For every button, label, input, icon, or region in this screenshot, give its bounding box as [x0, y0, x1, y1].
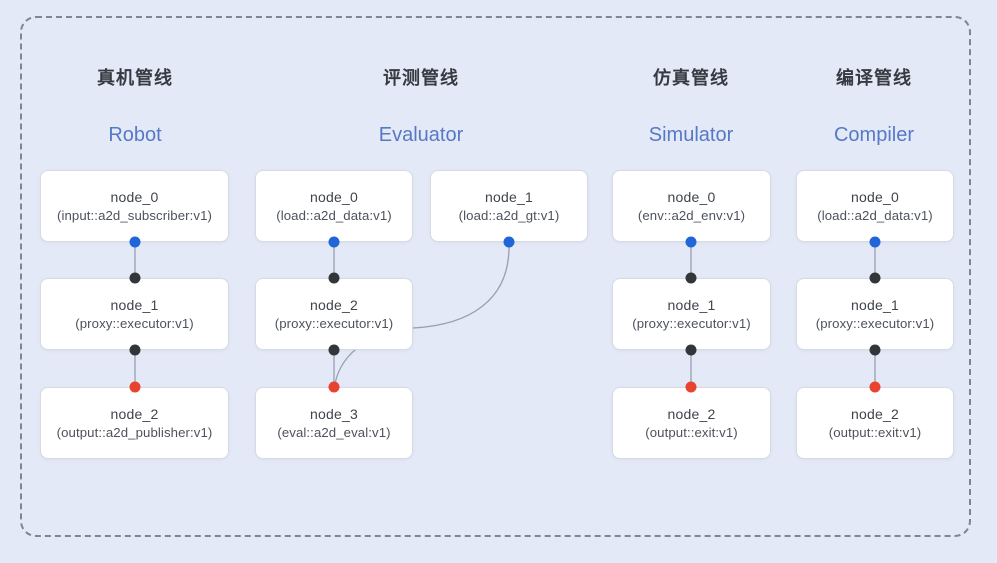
node-type: (output::exit:v1): [828, 425, 922, 440]
port-dot: [685, 272, 697, 284]
node-type: (proxy::executor:v1): [632, 316, 751, 331]
node-type: (load::a2d_data:v1): [817, 208, 933, 223]
port-dot: [328, 344, 340, 356]
node-type: (load::a2d_gt:v1): [458, 208, 560, 223]
port-dot: [129, 344, 141, 356]
node-type: (eval::a2d_eval:v1): [277, 425, 391, 440]
node-box: node_1 (proxy::executor:v1): [796, 278, 954, 350]
node-box: node_1 (proxy::executor:v1): [612, 278, 771, 350]
node-box: node_1 (proxy::executor:v1): [40, 278, 229, 350]
edge-curve: [334, 246, 510, 385]
pipeline-title-zh: 编译管线: [836, 68, 912, 88]
node-type: (input::a2d_subscriber:v1): [56, 208, 213, 223]
node-name: node_1: [485, 189, 533, 205]
node-type: (env::a2d_env:v1): [637, 208, 746, 223]
port-dot: [685, 344, 697, 356]
node-box: node_1 (load::a2d_gt:v1): [430, 170, 588, 242]
pipeline-title-en: Evaluator: [378, 124, 464, 146]
node-box: node_2 (output::exit:v1): [612, 387, 771, 459]
node-name: node_0: [110, 189, 159, 205]
pipeline-title-zh: 评测管线: [383, 68, 459, 88]
port-dot: [869, 236, 881, 248]
node-type: (output::a2d_publisher:v1): [56, 425, 213, 440]
node-name: node_2: [310, 297, 358, 313]
node-box: node_2 (output::a2d_publisher:v1): [40, 387, 229, 459]
node-type: (proxy::executor:v1): [75, 316, 194, 331]
node-box: node_2 (proxy::executor:v1): [255, 278, 413, 350]
port-dot: [129, 236, 141, 248]
node-name: node_2: [110, 406, 159, 422]
port-dot: [129, 272, 141, 284]
port-dot: [685, 236, 697, 248]
node-box: node_0 (input::a2d_subscriber:v1): [40, 170, 229, 242]
pipeline-title-en: Robot: [108, 124, 162, 146]
pipeline-title-zh: 真机管线: [97, 68, 173, 88]
pipeline-title-zh: 仿真管线: [653, 68, 729, 88]
pipeline-title-en: Simulator: [648, 124, 734, 146]
node-box: node_2 (output::exit:v1): [796, 387, 954, 459]
node-name: node_3: [310, 406, 358, 422]
node-name: node_0: [667, 189, 716, 205]
port-dot: [869, 381, 881, 393]
node-name: node_0: [310, 189, 358, 205]
port-dot: [328, 236, 340, 248]
port-dot: [869, 344, 881, 356]
node-box: node_0 (env::a2d_env:v1): [612, 170, 771, 242]
node-name: node_1: [851, 297, 899, 313]
node-type: (output::exit:v1): [645, 425, 738, 440]
port-dot: [129, 381, 141, 393]
node-type: (load::a2d_data:v1): [276, 208, 392, 223]
node-box: node_3 (eval::a2d_eval:v1): [255, 387, 413, 459]
port-dot: [503, 236, 515, 248]
node-box: node_0 (load::a2d_data:v1): [796, 170, 954, 242]
node-name: node_2: [667, 406, 716, 422]
node-type: (proxy::executor:v1): [815, 316, 935, 331]
dashed-frame-border: [20, 16, 971, 537]
node-type: (proxy::executor:v1): [274, 316, 394, 331]
port-dot: [328, 381, 340, 393]
port-dot: [685, 381, 697, 393]
node-name: node_0: [851, 189, 899, 205]
port-dot: [869, 272, 881, 284]
node-box: node_0 (load::a2d_data:v1): [255, 170, 413, 242]
port-dot: [328, 272, 340, 284]
pipeline-title-en: Compiler: [833, 124, 915, 146]
node-name: node_2: [851, 406, 899, 422]
node-name: node_1: [667, 297, 716, 313]
node-name: node_1: [110, 297, 159, 313]
